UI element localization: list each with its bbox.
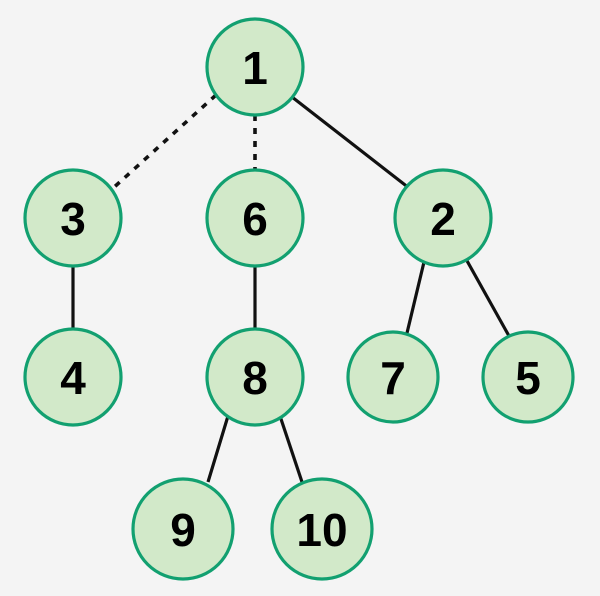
node-circle-5[interactable] xyxy=(481,330,575,424)
node-circle-10[interactable] xyxy=(270,477,374,581)
edge-8-9 xyxy=(206,415,230,483)
node-circle-2[interactable] xyxy=(393,168,493,268)
node-5[interactable]: 5 xyxy=(481,330,575,424)
node-1[interactable]: 1 xyxy=(205,17,305,117)
node-label-4: 4 xyxy=(60,352,86,404)
node-circle-7[interactable] xyxy=(346,330,440,424)
edge-8-10 xyxy=(278,415,304,483)
node-circle-1[interactable] xyxy=(205,17,305,117)
node-label-8: 8 xyxy=(242,352,268,404)
edge-2-7 xyxy=(405,261,426,334)
node-2[interactable]: 2 xyxy=(393,168,493,268)
node-label-5: 5 xyxy=(515,352,541,404)
node-8[interactable]: 8 xyxy=(205,327,305,427)
node-label-3: 3 xyxy=(60,193,86,245)
node-label-9: 9 xyxy=(170,504,196,556)
edge-1-2 xyxy=(291,95,410,190)
node-circle-4[interactable] xyxy=(23,327,123,427)
node-circle-3[interactable] xyxy=(23,168,123,268)
node-circle-9[interactable] xyxy=(131,477,235,581)
node-label-10: 10 xyxy=(296,504,347,556)
node-layer: 1 3 6 2 4 8 7 5 9 10 xyxy=(23,17,575,581)
node-6[interactable]: 6 xyxy=(205,168,305,268)
node-4[interactable]: 4 xyxy=(23,327,123,427)
edge-2-5 xyxy=(464,258,511,337)
node-3[interactable]: 3 xyxy=(23,168,123,268)
edge-layer xyxy=(71,93,511,483)
node-10[interactable]: 10 xyxy=(270,477,374,581)
node-circle-8[interactable] xyxy=(205,327,305,427)
node-label-2: 2 xyxy=(430,193,456,245)
node-label-1: 1 xyxy=(242,42,268,94)
node-label-7: 7 xyxy=(380,352,406,404)
node-9[interactable]: 9 xyxy=(131,477,235,581)
node-label-6: 6 xyxy=(242,193,268,245)
edge-1-3 xyxy=(109,93,218,192)
node-circle-6[interactable] xyxy=(205,168,305,268)
node-7[interactable]: 7 xyxy=(346,330,440,424)
